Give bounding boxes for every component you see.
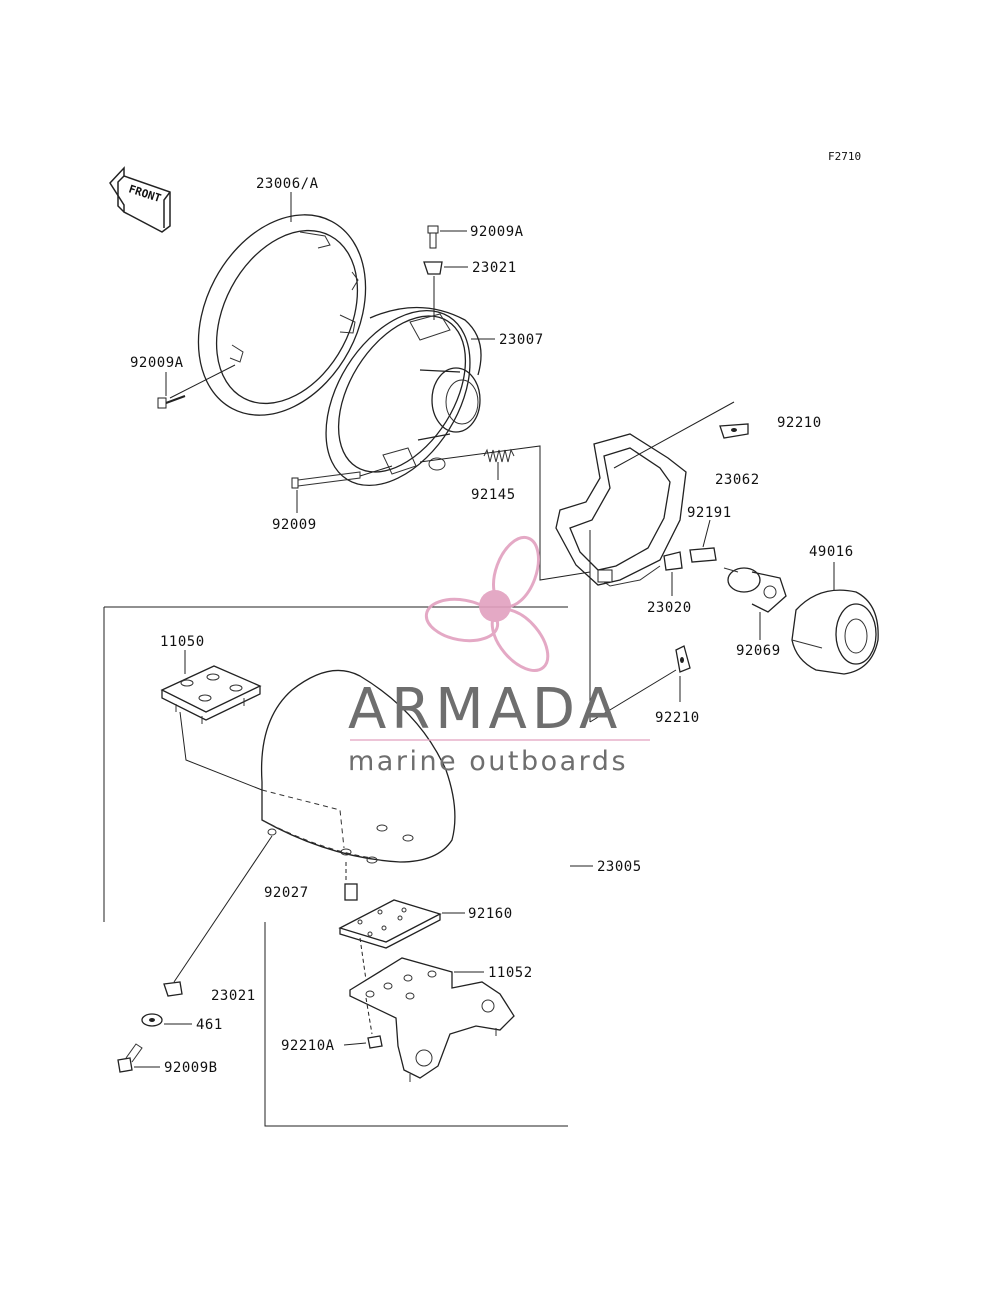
spring-92145 [483, 448, 515, 463]
label-23020: 23020 [647, 600, 692, 616]
bolt-92009b [117, 1043, 143, 1073]
label-92009b: 92009B [164, 1060, 218, 1076]
label-92191: 92191 [687, 505, 732, 521]
figure-code: F2710 [828, 150, 861, 163]
label-23006a: 23006/A [256, 176, 319, 192]
label-11052: 11052 [488, 965, 533, 981]
label-92210a: 92210A [281, 1038, 335, 1054]
bulb-92069 [723, 567, 787, 613]
headlight-rim [197, 214, 367, 416]
plate-92160 [338, 899, 442, 949]
label-92160: 92160 [468, 906, 513, 922]
washer-461 [141, 1013, 163, 1027]
label-461: 461 [196, 1017, 223, 1033]
clip-92210-top [719, 423, 749, 439]
label-92009a-top: 92009A [470, 224, 524, 240]
label-92145: 92145 [471, 487, 516, 503]
label-23062: 23062 [715, 472, 760, 488]
clip-92210-mid [675, 645, 691, 673]
watermark-title: ARMADA [348, 677, 622, 742]
bulb-holder-bracket [555, 433, 687, 587]
label-23007: 23007 [499, 332, 544, 348]
watermark-subtitle: marine outboards [348, 746, 628, 777]
label-23021-top: 23021 [472, 260, 517, 276]
spacer-collar [344, 883, 358, 901]
headlight-shell-23005 [260, 669, 456, 864]
label-92069: 92069 [736, 643, 781, 659]
plate-11050 [160, 665, 262, 724]
label-92210-top: 92210 [777, 415, 822, 431]
label-49016: 49016 [809, 544, 854, 560]
label-92009: 92009 [272, 517, 317, 533]
screw-92009a-left [157, 395, 186, 409]
label-23021-bottom: 23021 [211, 988, 256, 1004]
grommet-23021-bottom [163, 981, 183, 997]
label-11050: 11050 [160, 634, 205, 650]
pin-92191 [689, 547, 717, 563]
nut-92210a [367, 1035, 383, 1049]
armada-logo: ARMADA marine outboards [348, 535, 650, 777]
front-arrow-icon: FRONT [109, 166, 171, 233]
headlight-housing [325, 306, 482, 487]
label-23005: 23005 [597, 859, 642, 875]
screw-92009a-top [427, 225, 439, 249]
label-92027: 92027 [264, 885, 309, 901]
label-92009a-left: 92009A [130, 355, 184, 371]
bracket-11052 [349, 957, 515, 1082]
socket-23020 [663, 551, 683, 571]
screw-92009 [291, 471, 361, 489]
grommet-23021-top [423, 261, 443, 275]
propeller-icon [424, 535, 550, 672]
label-92210-mid: 92210 [655, 710, 700, 726]
bulb-cover-49016 [791, 589, 879, 675]
